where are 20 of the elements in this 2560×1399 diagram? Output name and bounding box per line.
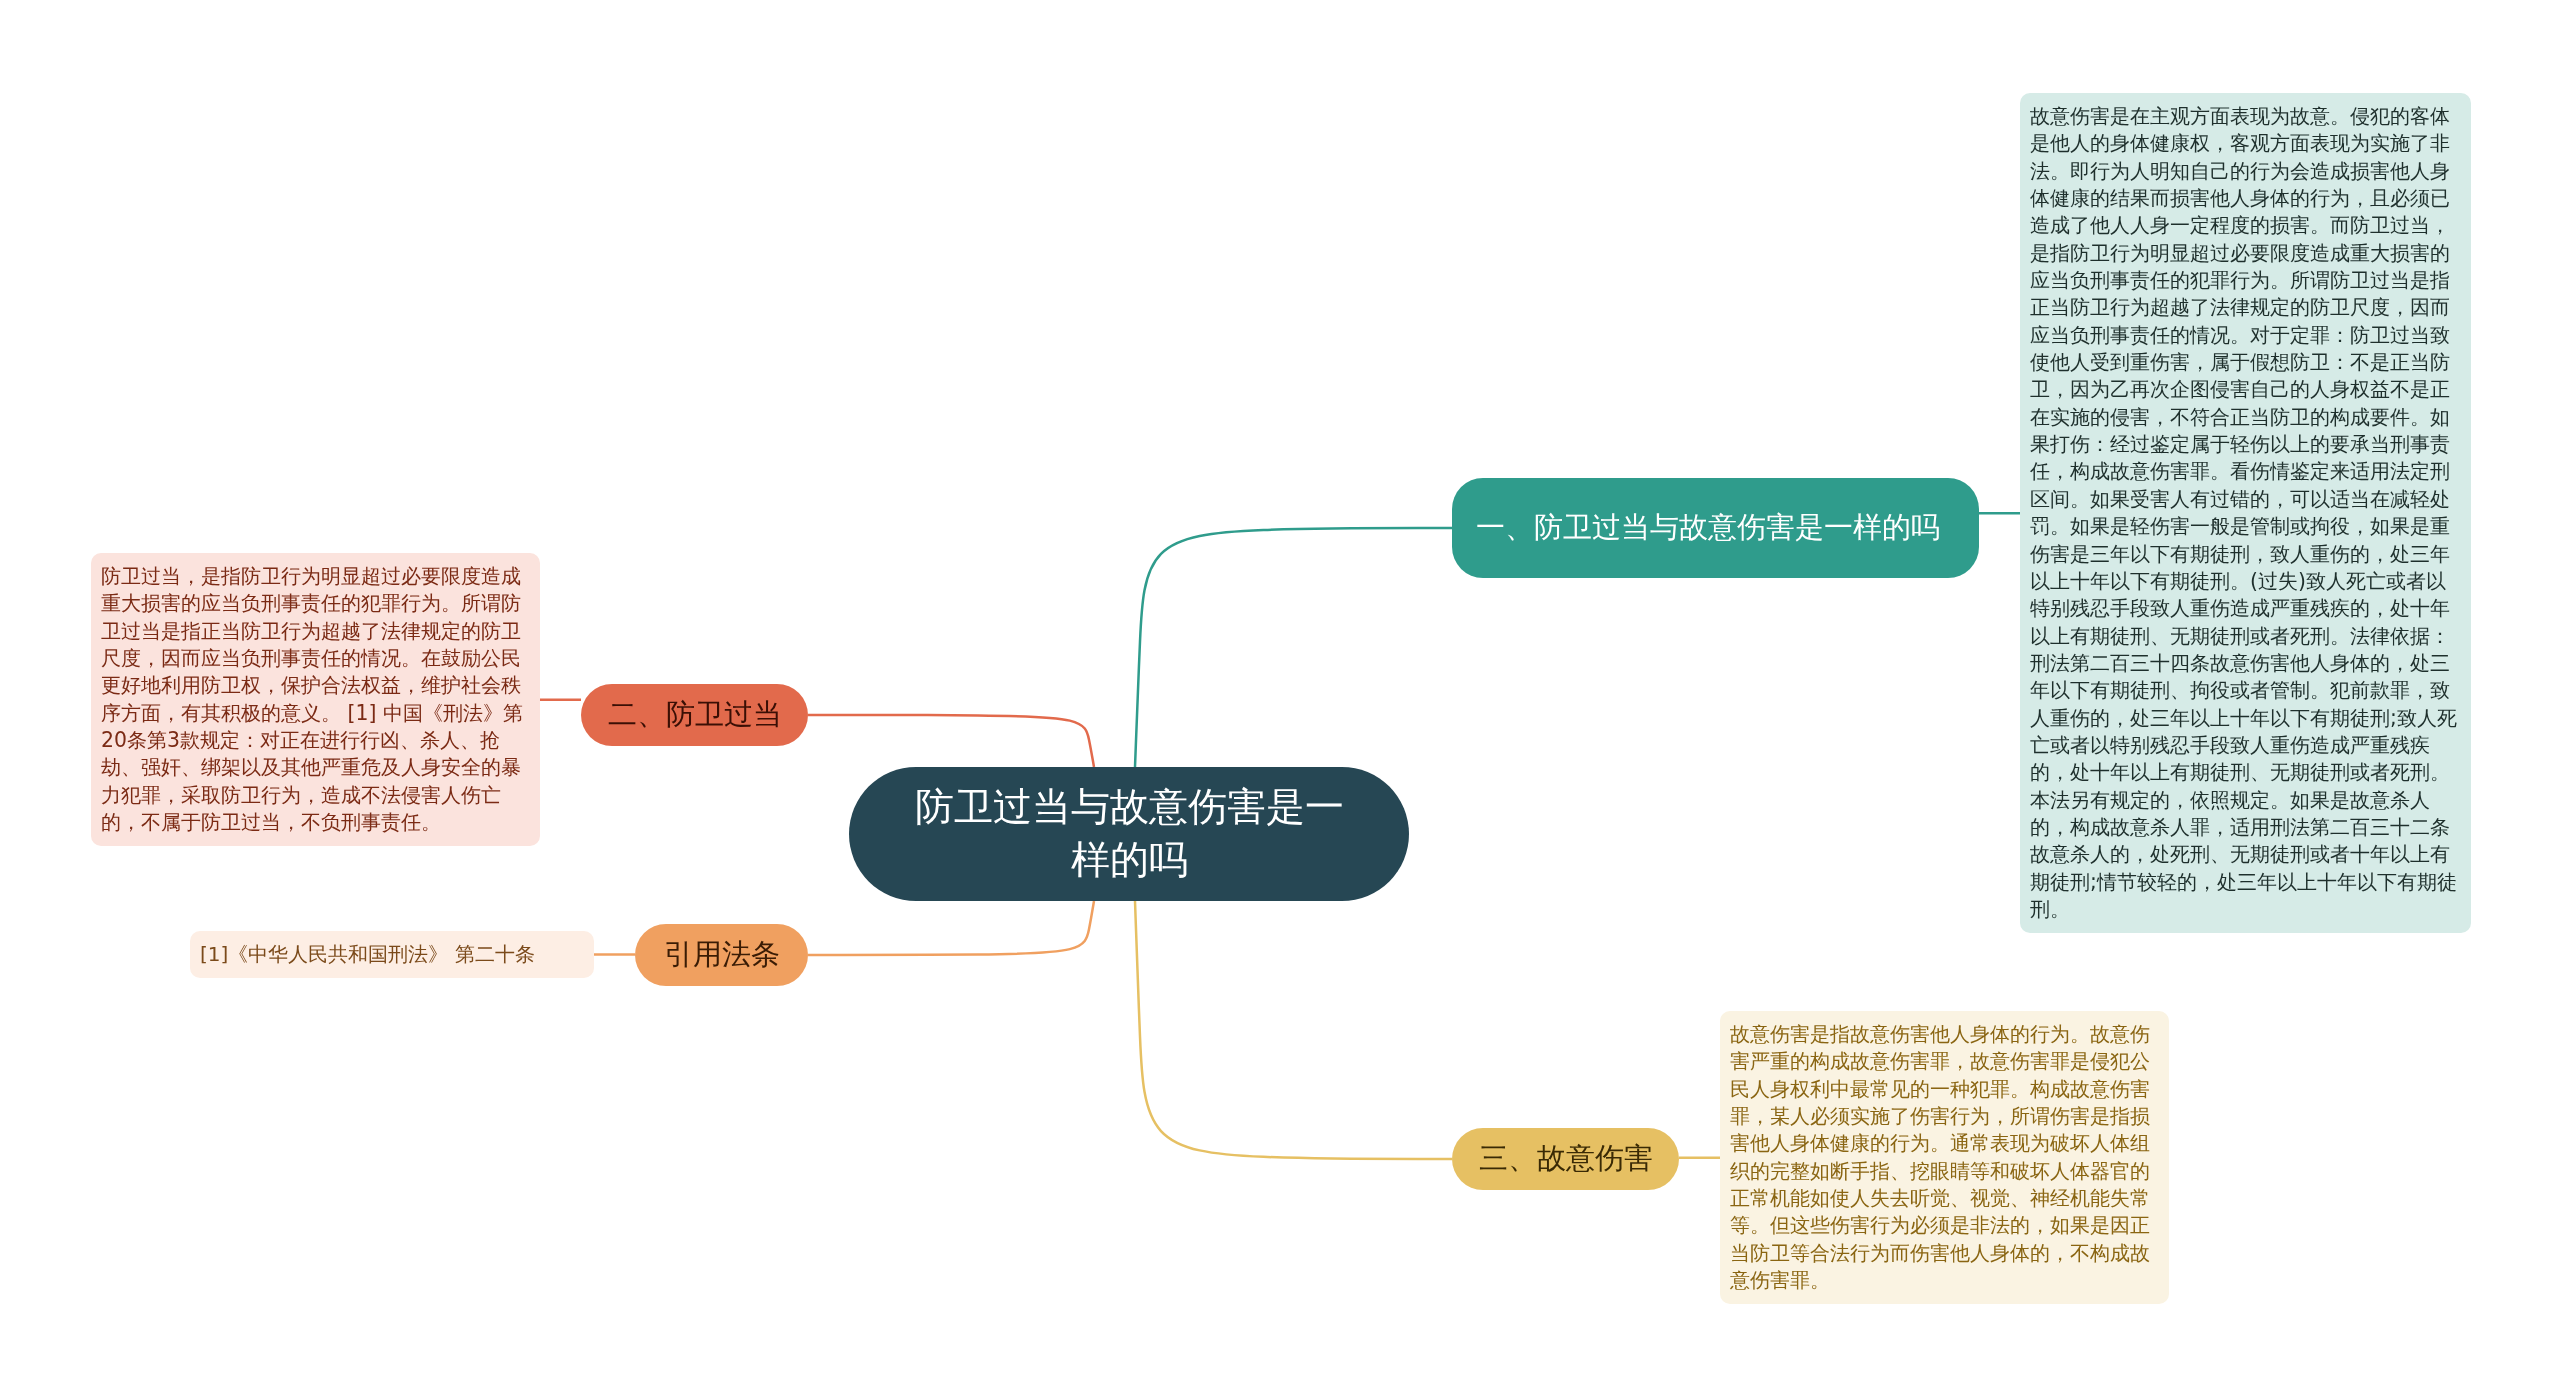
branch-box [1452,478,1979,578]
topic-text: 防卫过当与故意伤害是一样的吗 [913,783,1345,884]
connector-line [1133,526,1452,768]
connector-line [594,953,635,956]
connector-line [540,698,581,701]
branch-text: 引用法条 [663,936,780,974]
connector-line [1133,900,1452,1161]
note-text: [1]《中华人民共和国刑法》 第二十条 [200,941,535,968]
branch-box [581,684,808,746]
note-text: 故意伤害是指故意伤害他人身体的行为。故意伤害严重的构成故意伤害罪，故意伤害罪是侵犯公民人身权利中最常见的一种犯罪。构成故意伤害罪，某人必须实施了伤害行为，所谓伤害是指损害他人身体健康的行为。通常表现为破坏人体组织的完整如断手指、挖眼睛等和破坏人体器官的正常机能如使人失去听觉、视觉、神经机能失常等。但这些伤害行为必须是非法的，如果是因正当防卫等合法行为而伤害他人身体的，不构成故意伤害罪。 [1730,1022,2150,1293]
branch-text: 二、防卫过当 [607,696,782,734]
note-text: 故意伤害是在主观方面表现为故意。侵犯的客体是他人的身体健康权，客观方面表现为实施了非法。即行为人明知自己的行为会造成损害他人身体健康的结果而损害他人身体的行为，且必须已造成了他人人身一定程度的损害。而防卫过当，是指防卫行为明显超过必要限度造成重大损害的应当负刑事责任的犯罪行为。所谓防卫过当是指正当防卫行为超越了法律规定的防卫尺度，因而应当负刑事责任的情况。对于定罪：防卫过当致使他人受到重伤害，属于假想防卫：不是正当防卫，因为乙再次企图侵害自己的人身权益不是正在实施的侵害，不符合正当防卫的构成要件。如果打伤：经过鉴定属于轻伤以上的要承当刑事责任，构成故意伤害罪。看伤情鉴定来适用法定刑区间。如果受害人有过错的，可以适当在减轻处罚。如果是轻伤害一般是管制或拘役，如果是重伤害是三年以下有期徒刑，致人重伤的，处三年以上十年以下有期徒刑。(过失)致人死亡或者以特别残忍手段致人重伤造成严重残疾的，处十年以上有期徒刑、无期徒刑或者死刑。法律依据：刑法第二百三十四条故意伤害他人身体的，处三年以下有期徒刑、拘役或者管制。犯前款罪，致人重伤的，处三年以上十年以下有期徒刑;致人死亡或者以特别残忍手段致人重伤造成严重残疾的，处十年以上有期徒刑、无期徒刑或者死刑。本法另有规定的，依照规定。如果是故意杀人的，构成故意杀人罪，适用刑法第二百三十二条故意杀人的，处死刑、无期徒刑或者十年以上有期徒刑;情节较轻的，处三年以上十年以下有期徒刑。 [2030,104,2457,921]
note-box [190,931,594,978]
connector-line [1979,511,2020,515]
branch-text: 一、防卫过当与故意伤害是一样的吗 [1476,509,1940,547]
connector-line [1679,1156,1720,1159]
branch-text: 三、故意伤害 [1478,1140,1653,1178]
connector-line [808,713,1096,768]
note-text: 防卫过当，是指防卫行为明显超过必要限度造成重大损害的应当负刑事责任的犯罪行为。所谓防卫过当是指正当防卫行为超越了法律规定的防卫尺度，因而应当负刑事责任的情况。在鼓励公民更好地利用防卫权，保护合法权益，维护社会秩序方面，有其积极的意义。 [1] 中国《刑法》第20条第3款规定：对正在进行行凶、杀人、抢劫、强奸、绑架以及其他严重危及人身安全的暴力犯罪，采取防卫行为，造成不法侵害人伤亡的，不属于防卫过当，不负刑事责任。 [101,564,523,835]
connector-line [808,900,1096,957]
